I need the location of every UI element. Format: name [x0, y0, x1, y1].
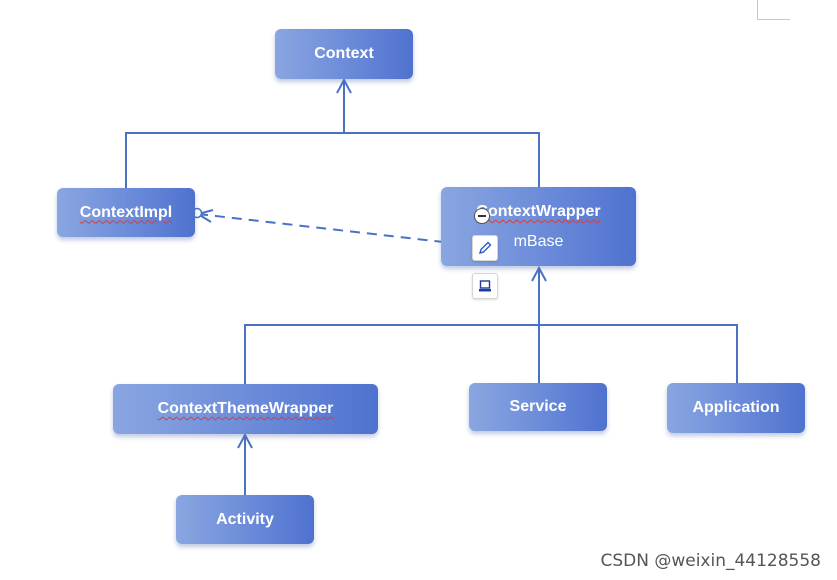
node-activity-label: Activity	[216, 510, 274, 528]
arrow-head-context	[336, 77, 352, 94]
arrow-head-wrapper	[531, 265, 547, 282]
node-context-theme-wrapper-label: ContextThemeWrapper	[157, 400, 334, 417]
node-application-label: Application	[692, 399, 780, 416]
arrow-head-theme-wrapper	[237, 432, 253, 449]
node-application[interactable]: Application	[667, 383, 805, 433]
node-context-wrapper-label: ContextWrapper	[476, 203, 601, 220]
node-context-impl-label: ContextImpl	[79, 203, 173, 221]
node-activity[interactable]: Activity	[176, 495, 314, 544]
node-service-label: Service	[509, 398, 567, 415]
inherit-line-context	[125, 132, 540, 188]
page-corner-mark	[757, 0, 790, 20]
laptop-icon[interactable]	[472, 273, 498, 299]
minus-circle-icon[interactable]	[474, 208, 490, 224]
node-context[interactable]: Context	[275, 29, 413, 79]
delegation-dashed-line	[197, 213, 453, 244]
node-context-wrapper-field: mBase	[513, 233, 564, 250]
inherit-line-wrapper	[244, 324, 738, 384]
node-context-label: Context	[314, 45, 374, 62]
pen-icon[interactable]	[472, 235, 498, 261]
node-service[interactable]: Service	[469, 383, 607, 431]
node-context-theme-wrapper[interactable]: ContextThemeWrapper	[113, 384, 378, 434]
node-context-impl[interactable]: ContextImpl	[57, 188, 195, 237]
watermark: CSDN @weixin_44128558	[600, 551, 821, 571]
node-context-wrapper[interactable]: ContextWrapper mBase	[441, 187, 636, 266]
